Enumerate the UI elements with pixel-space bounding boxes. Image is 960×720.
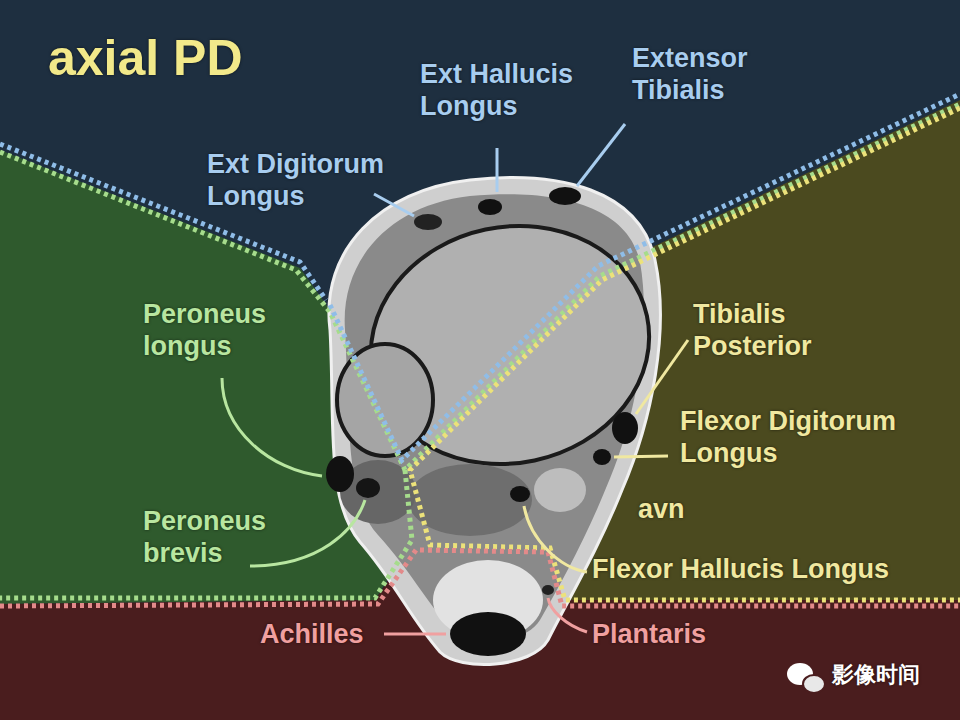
title: axial PD (48, 28, 243, 88)
muscle-label: Ext Digitorum Longus (207, 148, 417, 213)
muscle-label: Tibialis Posterior (693, 298, 863, 363)
muscle-label: Flexor Digitorum Longus (680, 405, 940, 470)
watermark: 影像时间 (832, 662, 920, 688)
muscle-label: Peroneus brevis (143, 505, 303, 570)
muscle-label: Plantaris (592, 618, 706, 650)
muscle-label: Peroneus longus (143, 298, 303, 363)
tendon-label: Achilles (260, 618, 364, 650)
muscle-label: Flexor Hallucis Longus (592, 553, 889, 585)
structure-label: avn (638, 493, 685, 525)
muscle-label: Ext Hallucis Longus (420, 58, 610, 123)
muscle-label: Extensor Tibialis (632, 42, 782, 107)
